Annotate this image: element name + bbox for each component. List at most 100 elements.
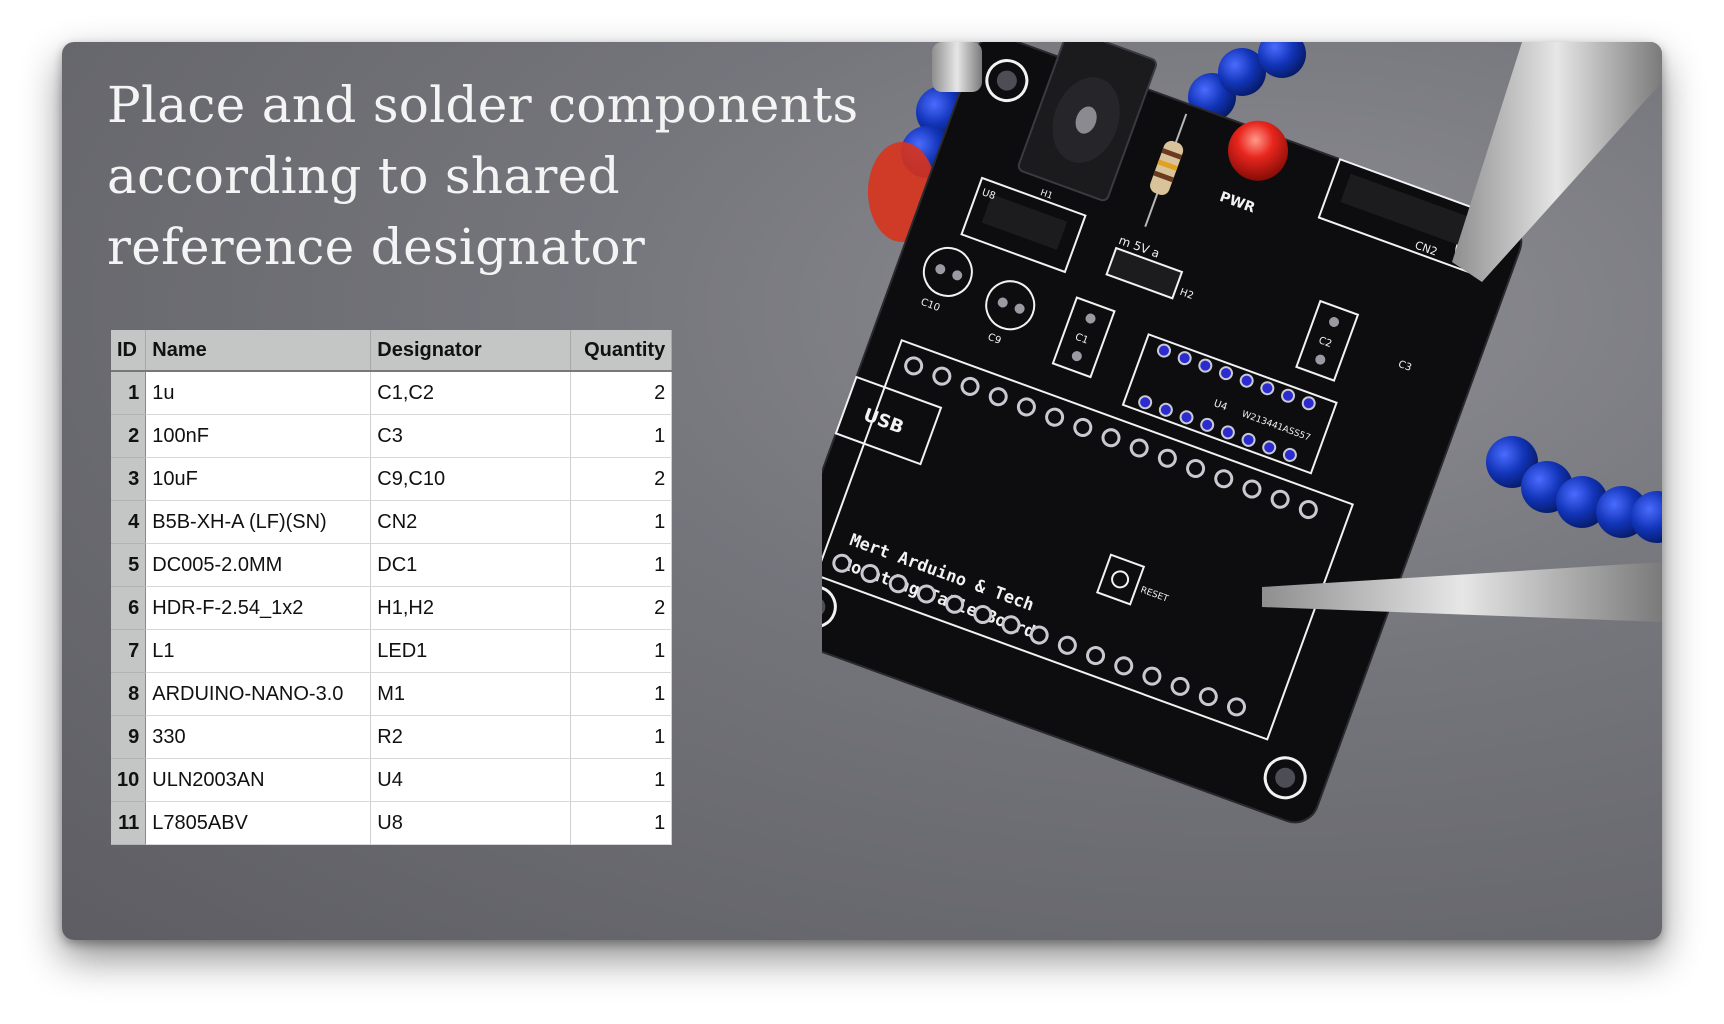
pin-pad bbox=[973, 605, 993, 625]
cell-quantity: 1 bbox=[570, 543, 673, 587]
cell-designator: CN2 bbox=[370, 500, 572, 544]
pin-pad bbox=[1114, 656, 1134, 676]
cell-quantity: 1 bbox=[570, 672, 673, 716]
slide-title: Place and solder components according to… bbox=[107, 76, 859, 276]
pcb-photo: PWR CN2 U8 H1 m 5V a H2 bbox=[822, 42, 1662, 824]
header-quantity: Quantity bbox=[570, 330, 673, 372]
cell-name: HDR-F-2.54_1x2 bbox=[145, 586, 372, 630]
cell-id: 6 bbox=[111, 586, 147, 630]
ic-pin-pad bbox=[1198, 358, 1213, 373]
cell-id: 5 bbox=[111, 543, 147, 587]
pin-pad bbox=[1057, 635, 1077, 655]
header-id: ID bbox=[111, 330, 147, 372]
pin-pad bbox=[888, 574, 908, 594]
pin-pad bbox=[960, 376, 980, 396]
pin-pad bbox=[1298, 500, 1318, 520]
cell-name: L7805ABV bbox=[145, 801, 372, 845]
cell-quantity: 2 bbox=[570, 586, 673, 630]
pin-pad bbox=[860, 563, 880, 583]
cell-designator: DC1 bbox=[370, 543, 572, 587]
cell-designator: C1,C2 bbox=[370, 371, 572, 415]
pin-pad bbox=[1029, 625, 1049, 645]
pin-pad bbox=[1214, 469, 1234, 489]
ic-pin-pad bbox=[1262, 440, 1277, 455]
cell-name: B5B-XH-A (LF)(SN) bbox=[145, 500, 372, 544]
pin-pad bbox=[1073, 417, 1093, 437]
pin-pad bbox=[932, 366, 952, 386]
regulator-u8: U8 H1 bbox=[960, 176, 1087, 274]
ic-pin-pad bbox=[1158, 402, 1173, 417]
cell-designator: R2 bbox=[370, 715, 572, 759]
ic-pin-pad bbox=[1156, 343, 1171, 358]
cell-id: 10 bbox=[111, 758, 147, 802]
ic-pin-pad bbox=[1219, 366, 1234, 381]
pin-pad bbox=[1198, 687, 1218, 707]
cell-designator: LED1 bbox=[370, 629, 572, 673]
silk-h1: H1 bbox=[1039, 188, 1054, 202]
cell-id: 2 bbox=[111, 414, 147, 458]
header-designator: Designator bbox=[370, 330, 572, 372]
ic-pin-pad bbox=[1282, 447, 1297, 462]
cell-id: 1 bbox=[111, 371, 147, 415]
alligator-clip-top-right bbox=[1452, 42, 1662, 282]
pin-pad bbox=[1186, 458, 1206, 478]
cell-quantity: 1 bbox=[570, 758, 673, 802]
cell-id: 9 bbox=[111, 715, 147, 759]
silk-c1: C1 bbox=[1073, 332, 1089, 347]
pin-pad bbox=[1001, 615, 1021, 635]
silk-u4: U4 bbox=[1212, 398, 1229, 413]
cell-name: 10uF bbox=[145, 457, 372, 501]
cell-id: 11 bbox=[111, 801, 147, 845]
cell-quantity: 1 bbox=[570, 629, 673, 673]
cell-designator: M1 bbox=[370, 672, 572, 716]
alligator-clip-top-left bbox=[932, 42, 982, 92]
slide: Place and solder components according to… bbox=[62, 42, 1662, 940]
cell-quantity: 2 bbox=[570, 457, 673, 501]
cell-quantity: 2 bbox=[570, 371, 673, 415]
silk-c2: C2 bbox=[1317, 335, 1333, 350]
ic-pin-pad bbox=[1138, 395, 1153, 410]
ic-pin-pad bbox=[1220, 425, 1235, 440]
header-name: Name bbox=[145, 330, 372, 372]
resistor-r2 bbox=[1144, 113, 1188, 228]
ic-pin-pad bbox=[1177, 351, 1192, 366]
pin-pad bbox=[904, 356, 924, 376]
pin-pad bbox=[1129, 438, 1149, 458]
cell-name: DC005-2.0MM bbox=[145, 543, 372, 587]
ic-pin-pad bbox=[1200, 417, 1215, 432]
cell-name: L1 bbox=[145, 629, 372, 673]
pin-pad bbox=[1045, 407, 1065, 427]
cell-id: 3 bbox=[111, 457, 147, 501]
pin-pad bbox=[1227, 697, 1247, 717]
cell-id: 4 bbox=[111, 500, 147, 544]
ic-pin-pad bbox=[1281, 388, 1296, 403]
silk-h2: H2 bbox=[1178, 287, 1195, 302]
pin-pad bbox=[1170, 676, 1190, 696]
cell-quantity: 1 bbox=[570, 414, 673, 458]
cell-designator: U8 bbox=[370, 801, 572, 845]
cell-name: ARDUINO-NANO-3.0 bbox=[145, 672, 372, 716]
cell-quantity: 1 bbox=[570, 715, 673, 759]
silk-c3: C3 bbox=[1397, 359, 1413, 374]
cell-name: 330 bbox=[145, 715, 372, 759]
pin-pad bbox=[1101, 428, 1121, 448]
cell-id: 8 bbox=[111, 672, 147, 716]
cell-name: 1u bbox=[145, 371, 372, 415]
cell-designator: U4 bbox=[370, 758, 572, 802]
ic-pin-pad bbox=[1179, 410, 1194, 425]
cell-designator: H1,H2 bbox=[370, 586, 572, 630]
pin-pad bbox=[945, 594, 965, 614]
ic-pin-pad bbox=[1241, 432, 1256, 447]
bom-header-row: ID Name Designator Quantity bbox=[111, 330, 673, 372]
silk-u8: U8 bbox=[980, 187, 997, 202]
pin-pad bbox=[1242, 479, 1262, 499]
cell-quantity: 1 bbox=[570, 801, 673, 845]
